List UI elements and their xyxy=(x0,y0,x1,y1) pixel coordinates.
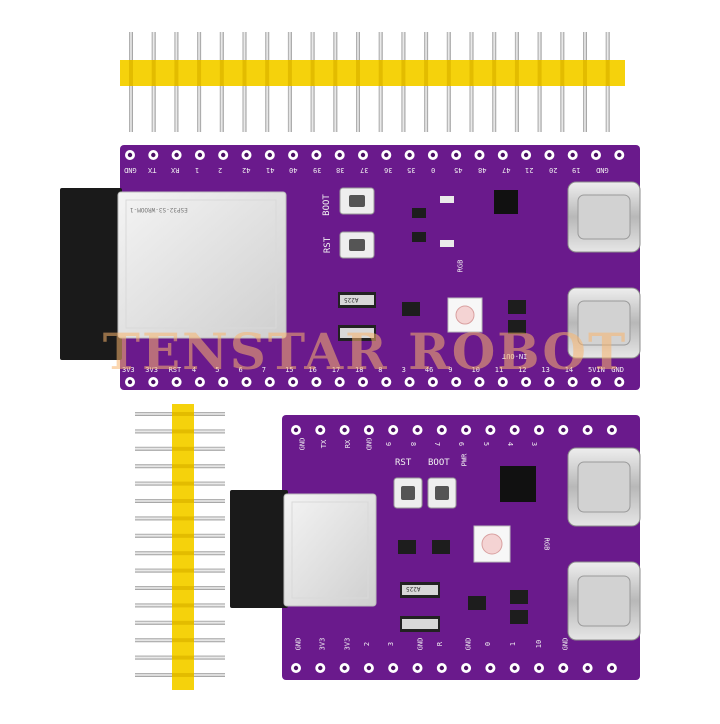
large-top-pin-label: 47 xyxy=(501,166,511,174)
small-top-pin-label: 7 xyxy=(433,441,441,447)
large-bottom-pin-label: 18 xyxy=(355,366,364,374)
small-left-pin-label: TX xyxy=(320,439,329,449)
pin-header-vertical xyxy=(135,404,225,690)
large-bottom-pin-label: RST xyxy=(168,366,182,374)
large-bottom-pin-label: GND xyxy=(611,366,624,374)
large-bottom-pin-label: 5VIN xyxy=(588,366,605,374)
large-top-pin-label: GND xyxy=(596,166,609,174)
large-cap-label: A225 xyxy=(344,296,359,303)
large-bottom-pin-label: 13 xyxy=(541,366,550,374)
small-cap-label: A225 xyxy=(406,585,421,592)
large-top-pin-label: 0 xyxy=(430,166,436,174)
small-top-pin-label: 6 xyxy=(457,441,466,447)
large-boot-label: BOOT xyxy=(321,194,332,216)
small-bottom-pin-label: GND xyxy=(464,637,473,651)
large-top-pin-label: 19 xyxy=(572,166,581,174)
large-module-shield xyxy=(125,199,277,329)
large-bottom-pin-label: 12 xyxy=(518,366,527,374)
large-led-2 xyxy=(440,240,454,247)
small-bottom-pin-label: GND xyxy=(561,637,570,651)
small-bottom-pin-label: GND xyxy=(415,637,424,651)
large-top-pin-label: RX xyxy=(171,166,180,174)
large-top-pin-label: TX xyxy=(147,166,157,174)
large-sot-1 xyxy=(402,302,420,316)
large-bottom-pin-label: 3V3 xyxy=(145,366,158,374)
small-bottom-pin-label: 1 xyxy=(508,641,517,647)
large-top-pin-label: 1 xyxy=(194,166,200,174)
small-top-pin-label: 9 xyxy=(384,441,393,447)
large-bottom-pin-label: 3 xyxy=(401,366,406,374)
large-inout-label: IN-OUT xyxy=(502,352,528,360)
large-bottom-pin-label: 7 xyxy=(261,366,267,374)
large-bottom-pin-label: 17 xyxy=(331,366,341,374)
large-sot-2 xyxy=(508,300,526,314)
small-usb-chip xyxy=(500,466,536,502)
large-usb-chip xyxy=(494,190,518,214)
large-top-pin-label: 20 xyxy=(548,166,558,174)
large-wifi-module xyxy=(117,191,287,339)
small-top-pin-label: 4 xyxy=(505,441,514,447)
large-bottom-pin-label: 16 xyxy=(308,366,317,374)
small-bottom-pin-label: 3V3 xyxy=(342,637,351,651)
large-top-pin-label: 39 xyxy=(312,166,322,174)
header-plastic xyxy=(120,60,625,86)
large-top-pin-label: 38 xyxy=(336,166,345,174)
large-top-pin-label: 2 xyxy=(218,166,223,174)
esp32-s3-devkit-board xyxy=(60,145,641,390)
small-bottom-pin-label: 10 xyxy=(535,639,544,649)
large-bottom-pin-label: 6 xyxy=(238,366,243,374)
large-rgb-label: RGB xyxy=(456,259,465,273)
small-bottom-pin-label: GND xyxy=(294,637,303,651)
small-pwr-label: PWR xyxy=(460,453,469,467)
large-module-text: ESP32-S3-WROOM-1 xyxy=(130,206,188,213)
large-top-pin-label: 48 xyxy=(478,166,487,174)
large-bottom-pin-label: 14 xyxy=(564,366,574,374)
small-left-pin-label: RX xyxy=(344,439,353,449)
large-sot-3 xyxy=(508,320,526,334)
small-bottom-pin-label: R xyxy=(435,641,444,647)
large-bottom-pin-label: 46 xyxy=(424,366,434,374)
large-rst-label: RST xyxy=(323,236,334,254)
small-rst-label: RST xyxy=(395,458,412,468)
large-bottom-pin-label: 11 xyxy=(494,366,504,374)
large-bottom-pin-label: 3V3 xyxy=(122,366,135,374)
small-wifi-module xyxy=(283,493,377,607)
large-top-pin-label: 41 xyxy=(265,166,275,174)
small-pcb xyxy=(282,415,640,680)
large-top-pin-label: 35 xyxy=(407,166,416,174)
large-top-pin-label: 42 xyxy=(242,166,251,174)
small-top-pin-label: 3 xyxy=(530,441,539,447)
esp32-c3-small-board xyxy=(230,415,641,680)
large-led-1 xyxy=(440,196,454,203)
small-bottom-pin-label: 2 xyxy=(363,641,371,647)
large-bottom-pin-label: 10 xyxy=(471,366,480,374)
small-bottom-pin-label: 0 xyxy=(484,641,493,647)
small-top-pin-label: GND xyxy=(364,437,373,451)
small-left-pin-label: GND xyxy=(298,437,307,451)
large-top-pin-label: GND xyxy=(124,166,137,174)
large-top-pin-label: 40 xyxy=(289,166,298,174)
small-bottom-pin-label: 3V3 xyxy=(318,637,327,651)
large-bottom-pin-label: 5 xyxy=(215,366,220,374)
large-bottom-pin-label: 4 xyxy=(191,366,197,374)
large-top-pin-label: 21 xyxy=(525,166,534,174)
small-top-pin-label: 5 xyxy=(481,441,490,447)
pin-header-horizontal xyxy=(120,32,625,132)
header-plastic xyxy=(172,404,194,690)
large-bottom-pin-label: 8 xyxy=(378,366,383,374)
small-top-pin-label: 8 xyxy=(408,441,417,447)
large-top-pin-label: 37 xyxy=(360,166,369,174)
large-bottom-pin-label: 15 xyxy=(285,366,294,374)
large-antenna xyxy=(60,188,122,360)
large-top-pin-label: 36 xyxy=(383,166,393,174)
small-antenna xyxy=(230,490,288,608)
large-bottom-pin-label: 9 xyxy=(448,366,453,374)
large-top-pin-label: 45 xyxy=(454,166,463,174)
small-rgb-label: RGB xyxy=(542,537,551,551)
small-bottom-pin-label: 3 xyxy=(387,641,396,647)
small-boot-label: BOOT xyxy=(428,458,450,468)
